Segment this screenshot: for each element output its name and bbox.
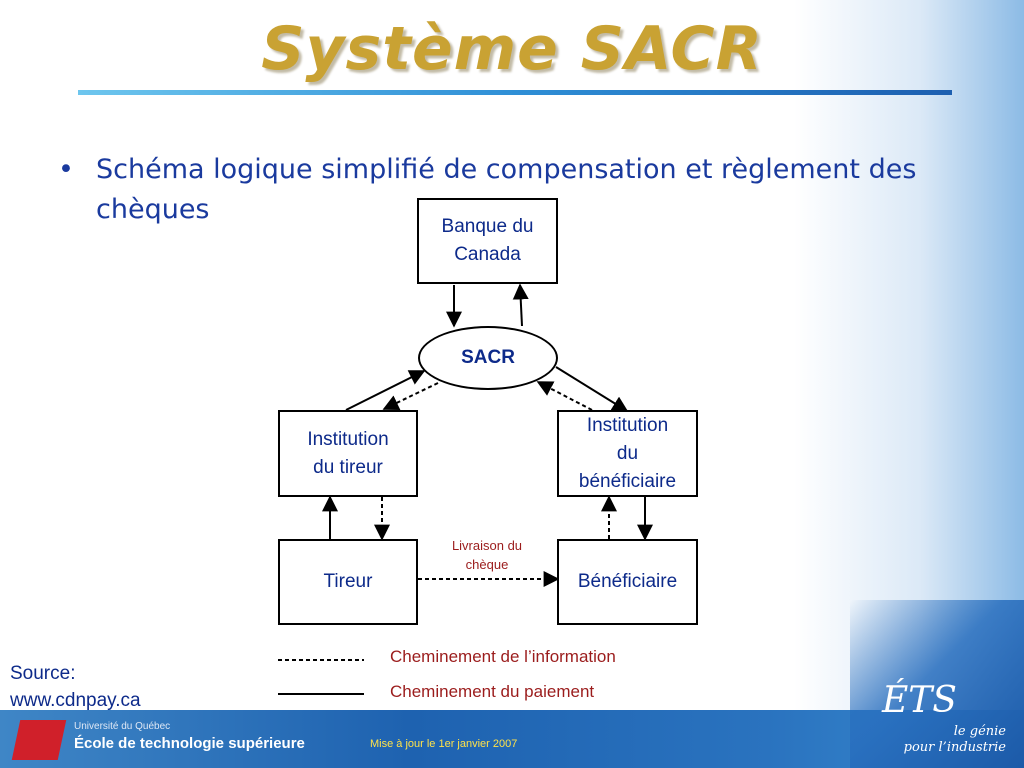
slide-title: Système SACR	[261, 14, 763, 84]
node-inst-tireur-label: Institution du tireur	[307, 428, 389, 478]
legend-paiement-label: Cheminement du paiement	[390, 682, 595, 701]
node-sacr-label: SACR	[461, 347, 515, 368]
node-banque-label: Banque du Canada	[441, 216, 534, 265]
bullet-text: Schéma logique simplifié de compensation…	[96, 154, 917, 225]
node-institution-tireur: Institution du tireur	[278, 410, 418, 497]
tagline-line-2: pour l’industrie	[903, 740, 1006, 755]
node-beneficiaire-label: Bénéficiaire	[577, 571, 678, 592]
source-note: Source: www.cdnpay.ca	[10, 660, 141, 714]
node-tireur-label: Tireur	[323, 571, 373, 592]
ets-corner-graphic	[850, 600, 1024, 768]
node-beneficiaire: Bénéficiaire	[557, 539, 698, 625]
payment-arrow-inst-tireur-to-sacr	[345, 370, 426, 411]
edge-label-livraison: Livraison du chèque	[451, 538, 523, 572]
bullet-item: • Schéma logique simplifié de compensati…	[58, 150, 948, 230]
payment-arrow-sacr-to-banque	[512, 283, 529, 327]
node-banque-du-canada: Banque du Canada	[417, 198, 558, 284]
source-url: www.cdnpay.ca	[10, 690, 141, 711]
info-arrow-inst-benef-to-sacr	[536, 381, 593, 411]
source-label: Source:	[10, 663, 76, 684]
node-institution-beneficiaire: Institution du bénéficiaire	[557, 410, 698, 497]
title-underline	[78, 90, 952, 95]
payment-arrow-sacr-to-inst-benef	[555, 366, 629, 412]
university-name: Université du Québec	[74, 721, 171, 732]
university-logo-icon	[11, 720, 67, 760]
tagline-line-1: le génie	[953, 724, 1006, 739]
ets-tagline: le génie pour l’industrie	[904, 724, 1006, 756]
ets-logo: ÉTS	[882, 680, 957, 721]
node-sacr: SACR	[418, 326, 558, 390]
school-name: École de technologie supérieure	[74, 735, 305, 752]
bullet-dot-icon: •	[58, 154, 74, 185]
node-tireur: Tireur	[278, 539, 418, 625]
node-inst-benef-label: Institution du bénéficiaire	[578, 414, 677, 492]
update-date: Mise à jour le 1er janvier 2007	[370, 738, 518, 750]
info-arrow-sacr-to-inst-tireur	[382, 382, 439, 410]
legend-information-label: Cheminement de l’information	[390, 647, 616, 666]
